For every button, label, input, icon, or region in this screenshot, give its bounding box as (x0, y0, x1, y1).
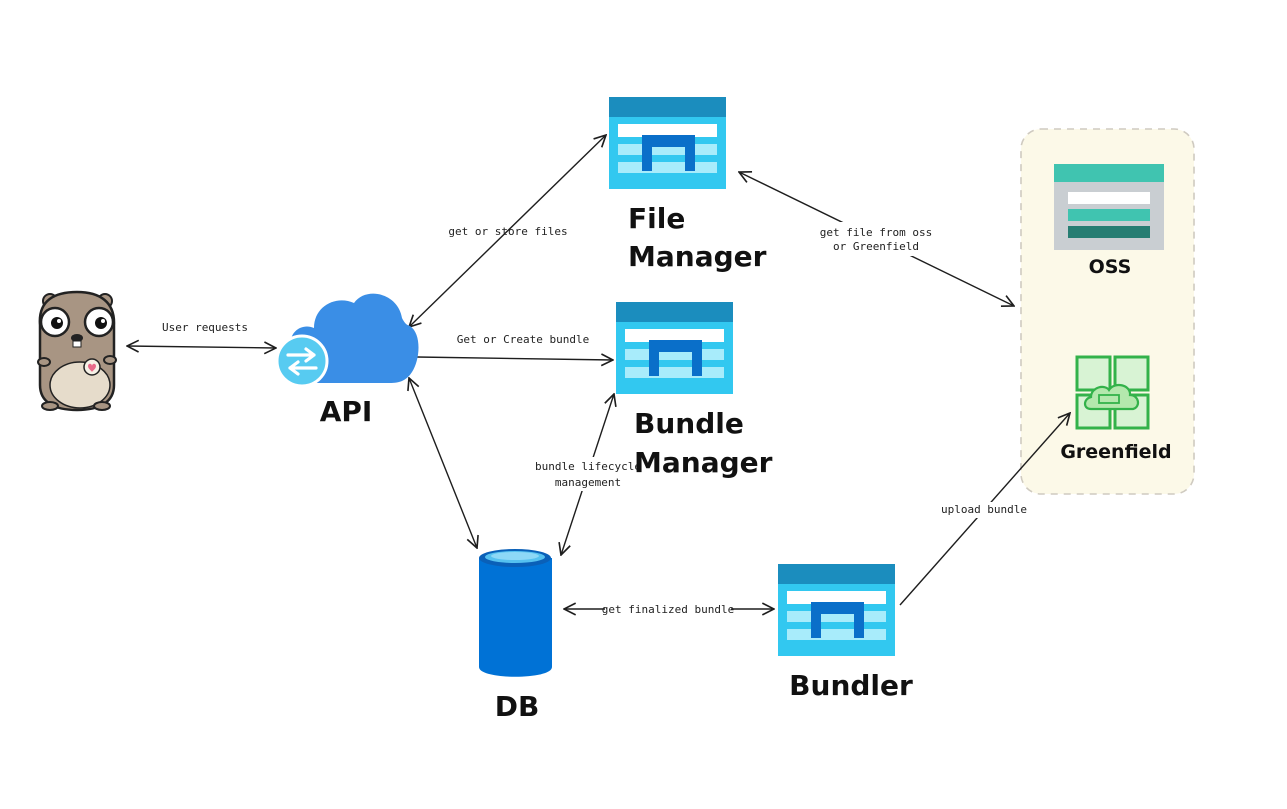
edge-db-bundle-manager: bundle lifecycle management (535, 394, 641, 555)
edge-label-get-file-from-oss: get file from oss (820, 226, 933, 239)
cloud-api-icon (275, 293, 419, 388)
storage-window-icon (616, 302, 733, 394)
oss-label: OSS (1089, 256, 1132, 278)
bundle-manager-label-line2: Manager (634, 446, 773, 479)
edge-label-bundle-lifecycle: bundle lifecycle (535, 460, 641, 473)
edge-label-get-finalized-bundle: get finalized bundle (602, 603, 734, 616)
greenfield-cloud-icon (1075, 355, 1150, 430)
edge-label-get-or-store-files: get or store files (448, 225, 567, 238)
bundle-manager-label-line1: Bundle (634, 407, 744, 440)
bundler-label: Bundler (789, 669, 913, 702)
edge-api-db (409, 378, 477, 548)
storage-window-icon (609, 97, 726, 189)
edge-api-bundle-manager: Get or Create bundle (416, 333, 613, 360)
api-label: API (320, 395, 373, 428)
edge-bundler-greenfield: upload bundle (899, 413, 1070, 606)
edge-api-file-manager: get or store files (409, 135, 606, 327)
greenfield-label: Greenfield (1060, 441, 1171, 463)
edge-label-management: management (555, 476, 621, 489)
file-manager-label-line2: Manager (628, 240, 767, 273)
gopher-mascot-icon (37, 290, 117, 412)
edge-file-manager-storage: get file from oss or Greenfield (739, 172, 1014, 306)
edge-label-or-greenfield: or Greenfield (833, 240, 919, 253)
db-label: DB (495, 690, 540, 723)
storage-window-icon (778, 564, 895, 656)
file-manager-label-line1: File (628, 202, 685, 235)
edge-label-upload-bundle: upload bundle (941, 503, 1027, 516)
edge-user-api: User requests (127, 321, 276, 348)
edge-db-bundler: get finalized bundle (564, 600, 774, 618)
database-cylinder-icon (479, 549, 552, 677)
edge-label-get-or-create-bundle: Get or Create bundle (457, 333, 589, 346)
edge-label-user-requests: User requests (162, 321, 248, 334)
object-storage-icon (1054, 164, 1164, 250)
